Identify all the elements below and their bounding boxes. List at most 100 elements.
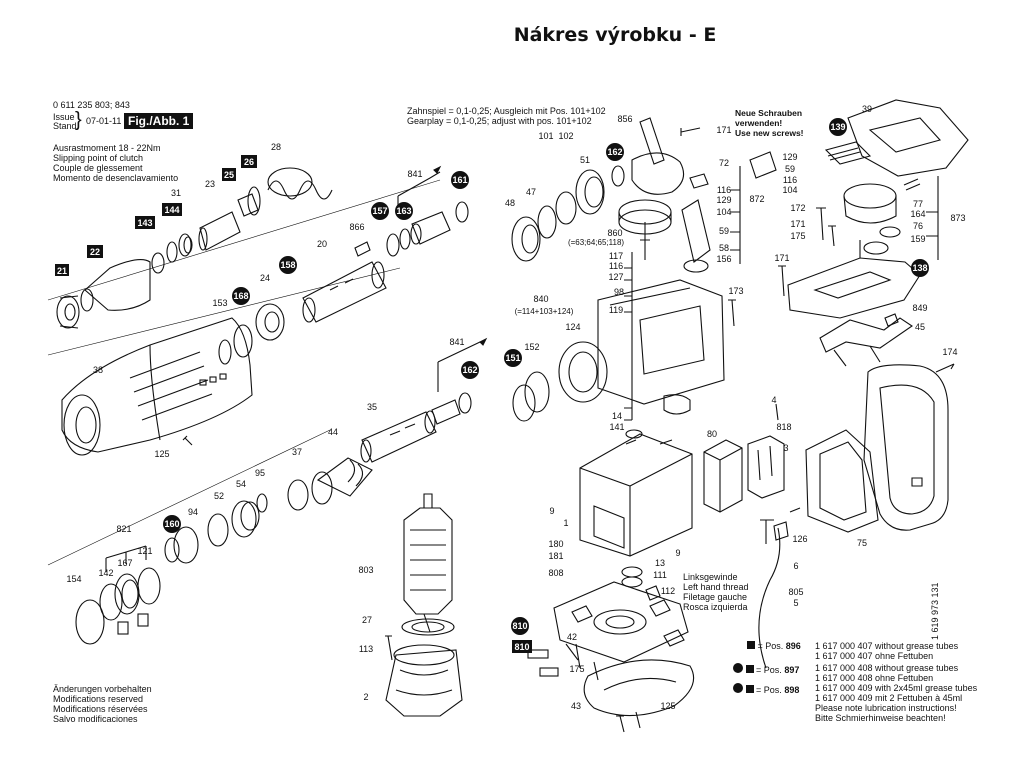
callout-9: 9 (675, 548, 680, 558)
callout-59: 59 (785, 164, 795, 174)
badge-162: 162 (462, 365, 477, 375)
callout-841: 841 (449, 337, 464, 347)
callout-860: 860 (607, 228, 622, 238)
callout-112: 112 (661, 586, 675, 596)
callout-153: 153 (212, 298, 227, 308)
callout-3: 3 (783, 443, 788, 453)
callout-23: 23 (205, 179, 215, 189)
issue-label: Issue (53, 112, 75, 122)
callout-48: 48 (505, 198, 515, 208)
pos-label: = Pos. (757, 641, 784, 651)
callout-37: 37 (292, 447, 302, 457)
callout-2: 2 (363, 692, 368, 702)
main-housing (47, 267, 401, 566)
badges (55, 118, 929, 653)
front-assembly (47, 165, 469, 365)
callout-52: 52 (214, 491, 224, 501)
page-title: Nákres výrobku - E (513, 24, 717, 46)
striker-assembly (164, 337, 550, 564)
pos-line: 1 617 000 407 without grease tubes (815, 641, 959, 651)
callout-94: 94 (188, 507, 198, 517)
new-screws-line: Use new screws! (735, 128, 804, 138)
callout-47: 47 (526, 187, 536, 197)
callout-125: 125 (660, 701, 675, 711)
pos-number: 898 (784, 685, 800, 695)
thread-note: Filetage gauche (683, 592, 748, 602)
callout-167: 167 (117, 558, 132, 568)
callout-156: 156 (716, 254, 731, 264)
callout-171: 171 (790, 219, 805, 229)
callout-102: 102 (558, 131, 573, 141)
callout-840: 840 (533, 294, 548, 304)
badge-810: 810 (514, 642, 529, 652)
badge-157: 157 (372, 206, 387, 216)
new-screws-line: Neue Schrauben (735, 108, 803, 118)
figure-tag: Fig./Abb. 1 (124, 113, 194, 129)
pos-legend: = Pos. 896 1 617 000 407 without grease … (733, 641, 977, 723)
callout-821: 821 (116, 524, 131, 534)
callout-873: 873 (950, 213, 965, 223)
callout-72: 72 (719, 158, 729, 168)
callout-808: 808 (548, 568, 563, 578)
badge-161: 161 (452, 175, 467, 185)
thread-notes: Linksgewinde Left hand thread Filetage g… (683, 572, 749, 612)
callout-51: 51 (580, 155, 590, 165)
clutch-note: Slipping point of clutch (53, 153, 144, 163)
callout-127: 127 (608, 272, 623, 282)
badge-810: 810 (512, 621, 527, 631)
callout-20: 20 (317, 239, 327, 249)
callout-117: 117 (609, 251, 623, 261)
pos-number: 897 (784, 665, 800, 675)
callout-872: 872 (749, 194, 764, 204)
callout-116: 116 (609, 261, 623, 271)
motor-assembly (385, 493, 463, 717)
callout-13: 13 (655, 558, 665, 568)
callout-45: 45 (915, 322, 925, 332)
callout-142: 142 (98, 568, 113, 578)
callout-58: 58 (719, 243, 729, 253)
gearplay-notes: Zahnspiel = 0,1-0,25; Ausgleich mit Pos.… (407, 106, 606, 126)
callout-35: 35 (367, 402, 377, 412)
callout-31: 31 (171, 188, 181, 198)
callout-43: 43 (571, 701, 581, 711)
modifications-note: Änderungen vorbehalten Modifications res… (53, 684, 152, 724)
callout-44: 44 (328, 427, 338, 437)
badge-143: 143 (137, 218, 152, 228)
badge-168: 168 (233, 291, 248, 301)
motor-housing (527, 429, 695, 733)
callout-5: 5 (793, 598, 798, 608)
callout-14: 14 (612, 411, 622, 421)
pos-line: 1 617 000 408 ohne Fettuben (815, 673, 934, 683)
gearplay-note: Gearplay = 0,1-0,25; adjust with pos. 10… (407, 116, 592, 126)
callout-104: 104 (716, 207, 731, 217)
callout-77: 77 (913, 199, 923, 209)
badge-162: 162 (607, 147, 622, 157)
badge-21: 21 (57, 266, 67, 276)
callout-175: 175 (790, 231, 805, 241)
callout-856: 856 (617, 114, 632, 124)
callout-54: 54 (236, 479, 246, 489)
stand-label: Stand (53, 121, 77, 131)
circle-icon (733, 663, 743, 673)
pos-line: 1 617 000 407 ohne Fettuben (815, 651, 934, 661)
gearplay-note: Zahnspiel = 0,1-0,25; Ausgleich mit Pos.… (407, 106, 606, 116)
callout-181: 181 (548, 551, 563, 561)
callout-154: 154 (66, 574, 81, 584)
callout-173: 173 (728, 286, 743, 296)
callout-121: 121 (137, 546, 152, 556)
handle-assembly (805, 363, 955, 533)
callout-172: 172 (790, 203, 805, 213)
modifications-line: Änderungen vorbehalten (53, 684, 152, 694)
callout-175: 175 (569, 664, 584, 674)
callout-159: 159 (910, 234, 925, 244)
callout-4: 4 (771, 395, 776, 405)
modifications-line: Modifications reserved (53, 694, 144, 704)
callout-841: 841 (407, 169, 422, 179)
callout-75: 75 (857, 538, 867, 548)
clutch-note: Ausrastmoment 18 - 22Nm (53, 143, 161, 153)
callout-116: 116 (717, 185, 731, 195)
callout-849: 849 (912, 303, 927, 313)
pos-line: Please note lubrication instructions! (815, 703, 957, 713)
new-screws-line: verwenden! (735, 118, 783, 128)
callout-116: 116 (783, 175, 797, 185)
